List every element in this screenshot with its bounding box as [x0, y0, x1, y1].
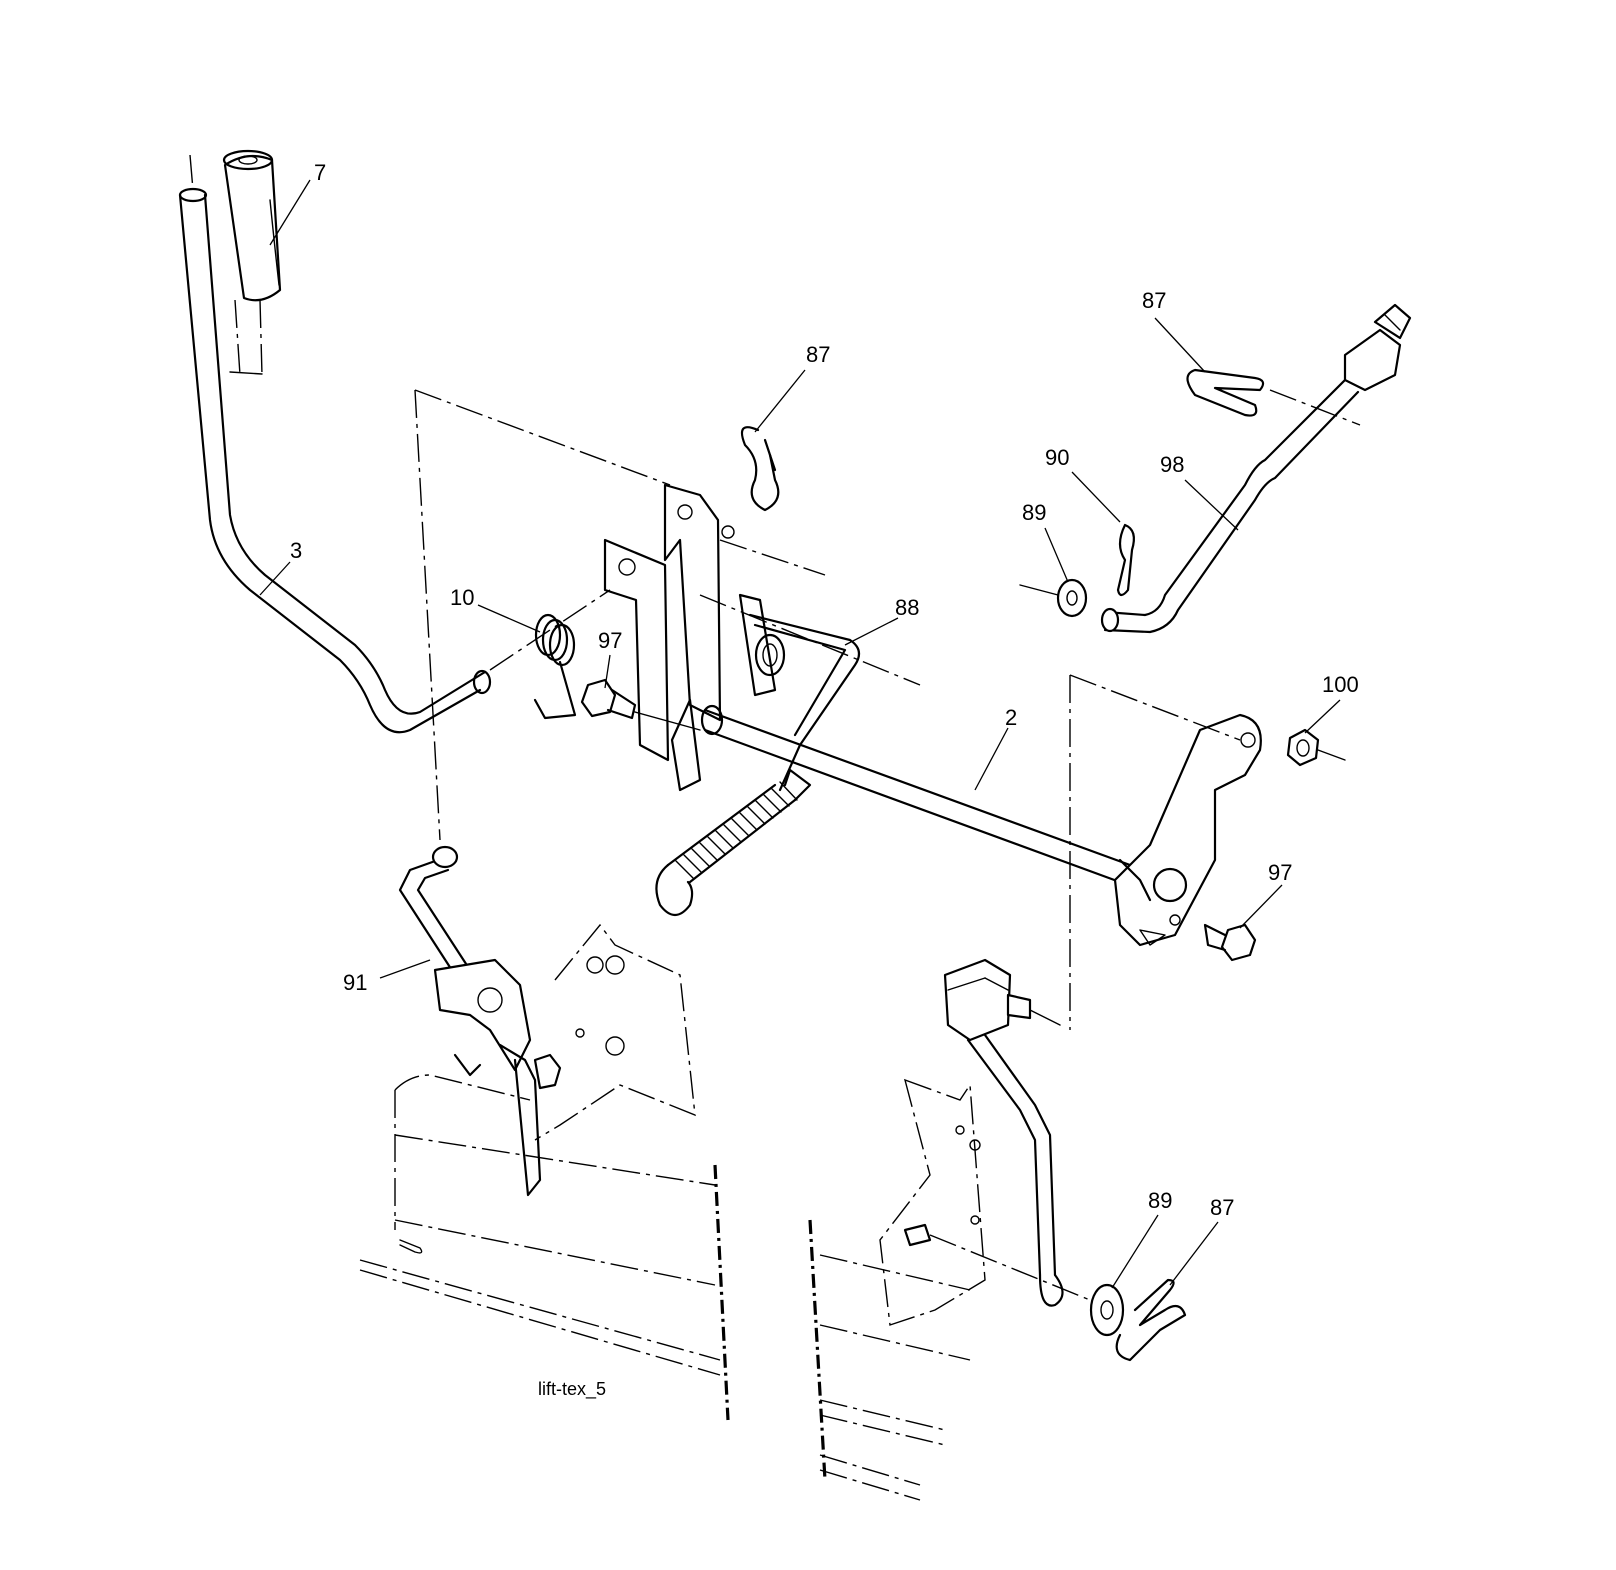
callout-3: 3	[290, 538, 302, 563]
right-lift-arm	[1113, 713, 1262, 947]
handle-grip-7	[222, 149, 282, 376]
hair-pin-87-right	[1186, 368, 1265, 417]
right-link-rod	[943, 674, 1241, 1307]
right-deck-outline	[808, 1219, 971, 1501]
wire-rod-88	[699, 594, 921, 792]
callout-7: 7	[314, 160, 326, 185]
washer-89-top	[1019, 578, 1088, 618]
cross-shaft-2	[700, 704, 1132, 887]
callout-90: 90	[1045, 445, 1069, 470]
washer-89-bottom	[1089, 1283, 1125, 1337]
clip-pin-90	[1116, 523, 1135, 597]
callout-97-right: 97	[1268, 860, 1292, 885]
callout-labels: 7 3 10 97 87 88 2 87 90 98 89 100 97 91 …	[290, 160, 1359, 1220]
callout-100: 100	[1322, 672, 1359, 697]
bolt-97-right	[1203, 923, 1257, 962]
leader-lines	[259, 179, 1341, 1289]
right-deck-bracket	[879, 1078, 1091, 1326]
callout-87-right: 87	[1142, 288, 1166, 313]
left-deck-bracket	[534, 923, 696, 1141]
left-lift-plate	[433, 958, 562, 1197]
callout-87-top: 87	[806, 342, 830, 367]
hair-pin-87-bottom	[1115, 1278, 1187, 1362]
nut-100	[1286, 728, 1346, 767]
callout-10: 10	[450, 585, 474, 610]
extension-spring	[655, 768, 812, 917]
pivot-bracket	[603, 483, 786, 792]
hair-pin-87-top	[740, 426, 780, 512]
figure-caption: lift-tex_5	[538, 1379, 606, 1400]
left-deck-outline	[359, 1074, 730, 1421]
lift-handle-3	[178, 154, 492, 734]
bolt-97-left	[580, 678, 701, 731]
callout-89-top: 89	[1022, 500, 1046, 525]
callout-98: 98	[1160, 452, 1184, 477]
adjust-rod-98	[1100, 303, 1412, 634]
callout-91: 91	[343, 970, 367, 995]
callout-87-bottom: 87	[1210, 1195, 1234, 1220]
torsion-spring-10	[533, 613, 577, 720]
callout-89-bottom: 89	[1148, 1188, 1172, 1213]
callout-88: 88	[895, 595, 919, 620]
assembly-centerlines	[414, 389, 826, 841]
callout-97-left: 97	[598, 628, 622, 653]
callout-2: 2	[1005, 705, 1017, 730]
